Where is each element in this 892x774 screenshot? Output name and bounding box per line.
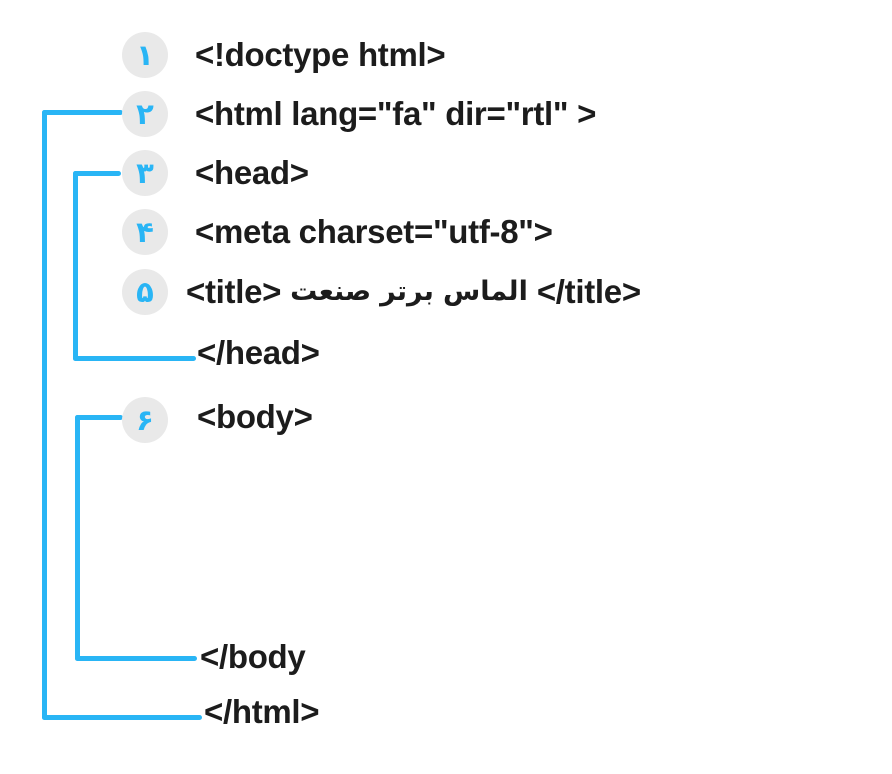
line-number-badge-2: ۲ (122, 91, 168, 137)
line-number-badge-1: ۱ (122, 32, 168, 78)
persian-digit-2: ۲ (136, 96, 154, 131)
title-word-bartar: برتر (380, 276, 434, 307)
persian-digit-6: ۶ (136, 402, 154, 437)
bracket-body-vertical (75, 415, 80, 661)
code-line-body-open: <body> (197, 398, 313, 435)
bracket-head-top-arm (73, 171, 121, 176)
bracket-body-top-arm (75, 415, 123, 420)
bracket-head-bottom-arm (73, 356, 196, 361)
title-word-sanat: صنعت (290, 276, 372, 307)
bracket-html-vertical (42, 110, 47, 720)
persian-digit-4: ۴ (136, 214, 154, 249)
line-number-badge-3: ۳ (122, 150, 168, 196)
title-word-almas: الماس (442, 276, 528, 307)
bracket-body-bottom-arm (75, 656, 197, 661)
line-number-badge-6: ۶ (122, 397, 168, 443)
persian-digit-5: ۵ (136, 274, 154, 309)
title-close-tag: </title> (536, 273, 641, 310)
code-line-html-open: <html lang="fa" dir="rtl" > (195, 95, 597, 132)
line-number-badge-4: ۴ (122, 209, 168, 255)
code-line-head-open: <head> (195, 154, 309, 191)
persian-digit-1: ۱ (136, 37, 154, 72)
line-number-badge-5: ۵ (122, 269, 168, 315)
persian-digit-3: ۳ (136, 155, 154, 190)
bracket-html-bottom-arm (42, 715, 202, 720)
code-line-meta-charset: <meta charset="utf-8"> (195, 213, 553, 250)
code-line-title: <title> صنعت برتر الماس </title> (186, 270, 641, 314)
code-line-head-close: </head> (197, 334, 320, 371)
title-open-tag: <title> (186, 273, 282, 310)
code-line-doctype: <!doctype html> (195, 36, 446, 73)
code-line-html-close: </html> (204, 693, 320, 730)
bracket-head-vertical (73, 171, 78, 361)
code-line-body-close: </body (200, 638, 306, 675)
bracket-html-top-arm (42, 110, 123, 115)
